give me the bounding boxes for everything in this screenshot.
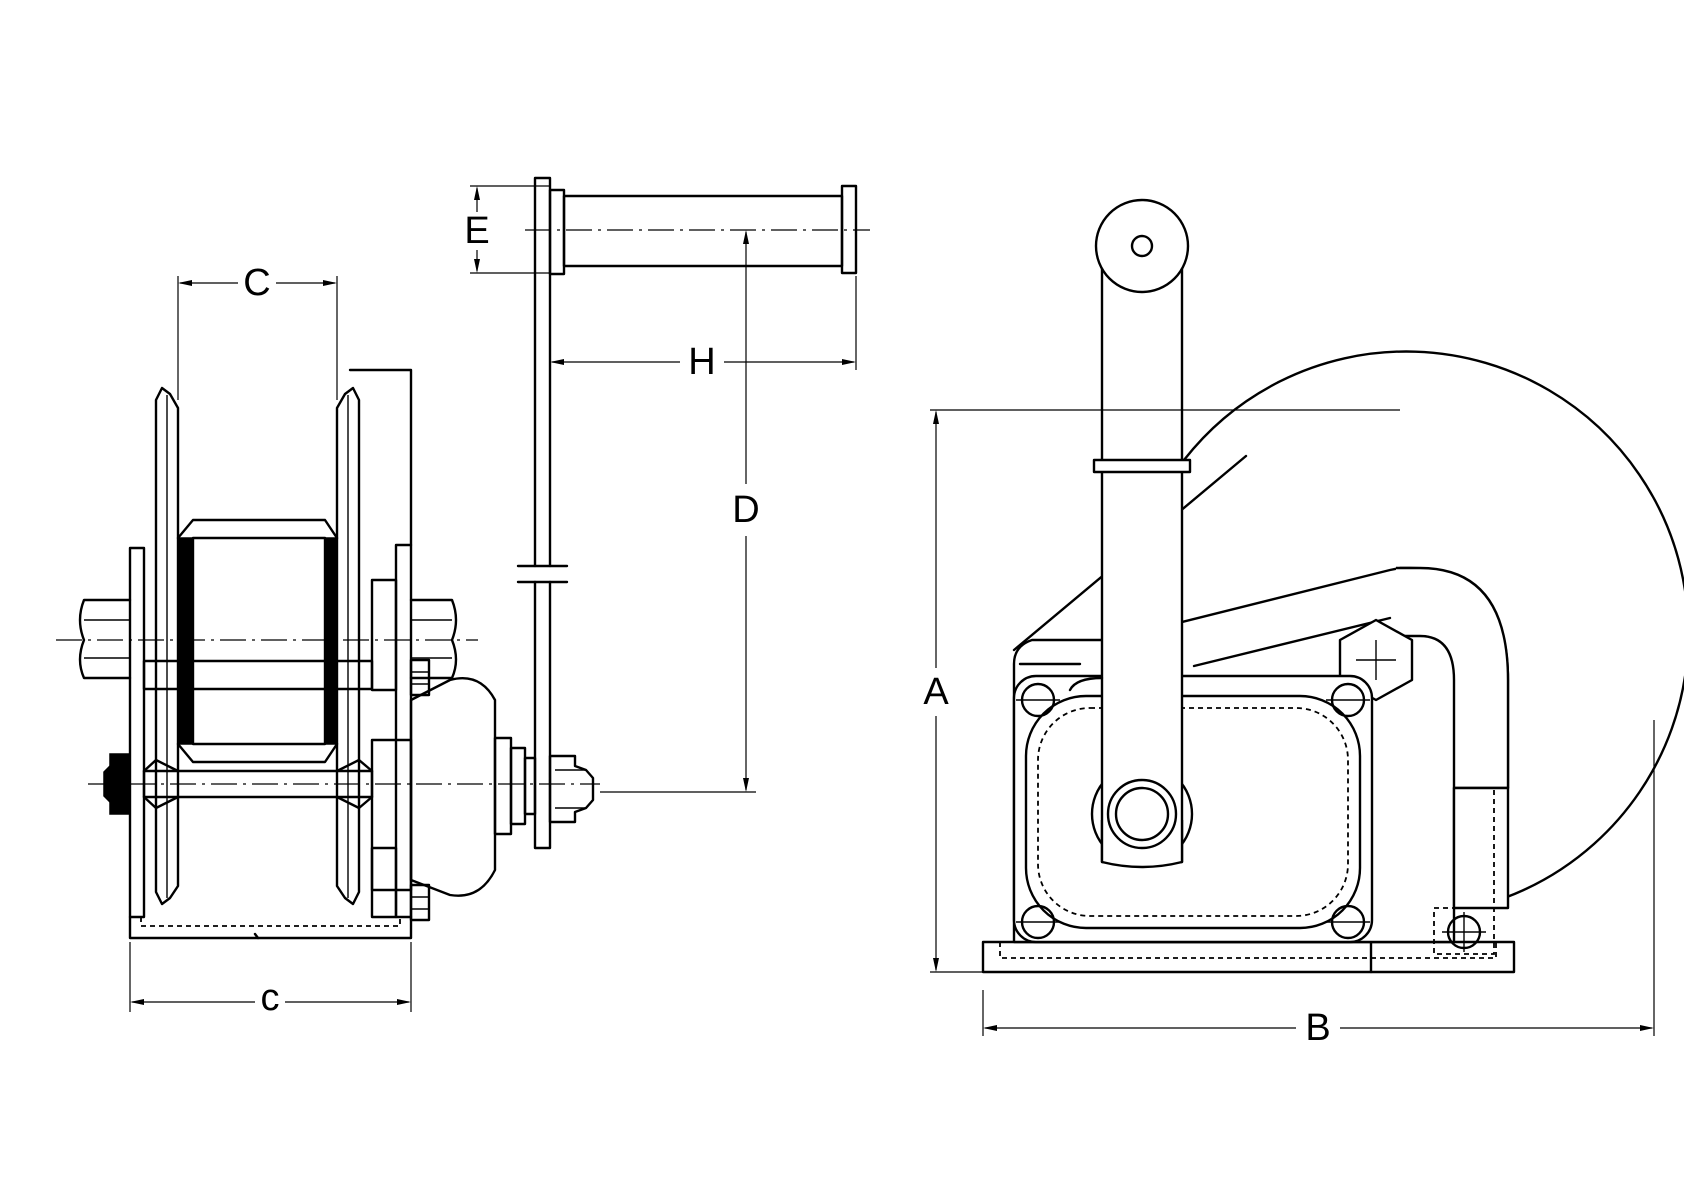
gear-shaft-flare	[142, 758, 374, 810]
drum-core	[191, 536, 327, 746]
housing-bolt-top	[409, 658, 431, 697]
dimensions: C c E H D	[129, 185, 1655, 1049]
right-hub-nut	[409, 598, 458, 680]
dim-label-h: H	[688, 341, 715, 383]
drum-rope-right	[324, 537, 338, 745]
dim-label-b: B	[1305, 1007, 1330, 1049]
left-side-plate	[128, 546, 146, 919]
dim-label-e: E	[464, 210, 489, 252]
front-base-notch	[253, 932, 260, 940]
crank-top-hole	[1130, 234, 1154, 258]
crank-top-disc	[1094, 198, 1190, 294]
handle-flange-left	[548, 188, 566, 276]
front-view	[56, 176, 870, 940]
side-base-plate	[981, 940, 1516, 974]
crank-hub-inner	[1106, 778, 1178, 850]
drum-chamfer-top	[176, 518, 339, 540]
brake-housing	[409, 677, 497, 897]
side-view	[981, 198, 1684, 974]
front-base-hidden	[140, 917, 401, 927]
dim-label-c-lower: c	[261, 977, 280, 1019]
crank-nut	[548, 754, 595, 824]
frame-back	[348, 368, 413, 547]
dim-label-a: A	[923, 671, 949, 713]
right-side-plate	[394, 543, 413, 919]
gear-cover	[1024, 694, 1362, 930]
crank-arm-band	[1092, 458, 1192, 474]
crank-plate	[533, 176, 552, 850]
drum-chamfer-bottom	[176, 742, 339, 764]
dim-label-c-upper: C	[243, 262, 270, 304]
crank-plate-break	[516, 564, 569, 584]
handle-grip	[562, 194, 844, 268]
brake-arm	[1396, 566, 1510, 790]
crank-arm	[1100, 226, 1184, 864]
left-hub	[78, 598, 132, 680]
right-drum-flange	[335, 386, 361, 906]
drum-flange-circle	[1182, 350, 1684, 906]
left-drum-flange	[154, 386, 180, 906]
dim-label-d: D	[732, 489, 759, 531]
drum-rope-left	[177, 537, 194, 745]
housing-bolt-bottom	[409, 883, 431, 922]
front-base-plate	[128, 915, 413, 940]
mounting-plate	[1012, 674, 1374, 944]
